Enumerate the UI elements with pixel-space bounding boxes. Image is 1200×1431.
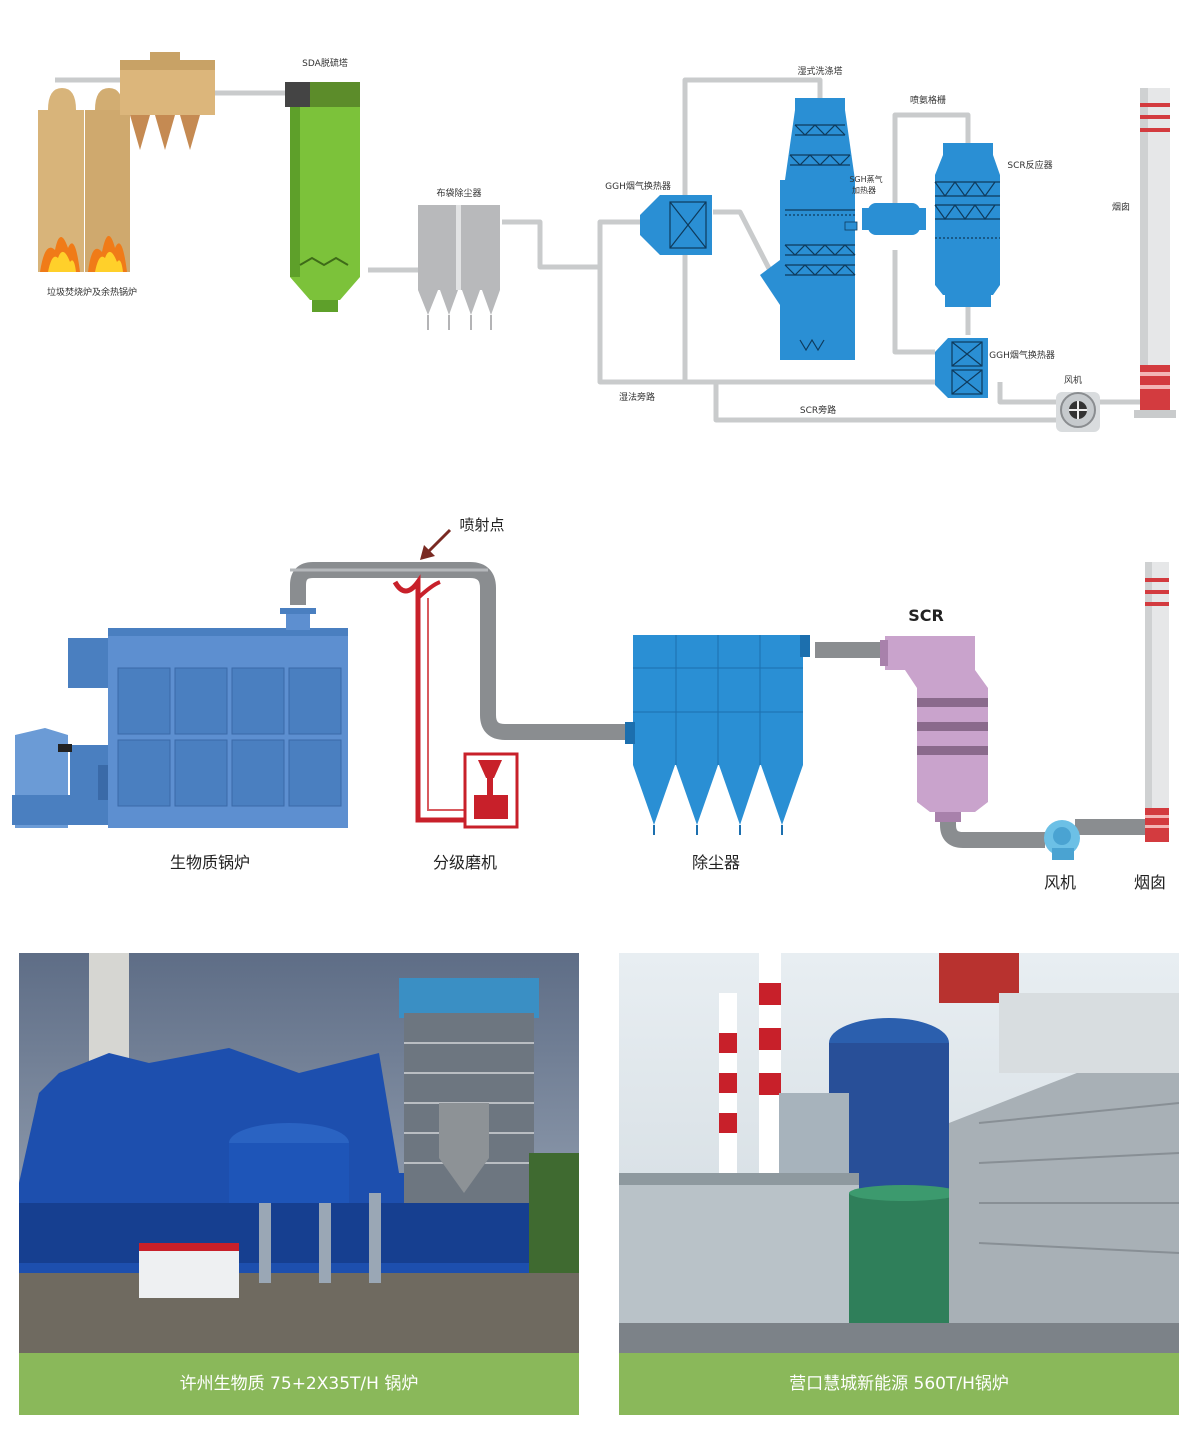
label-scr: SCR [908, 606, 944, 625]
label-baghouse: 布袋除尘器 [436, 187, 481, 199]
photo-xuzhou-plant [19, 953, 579, 1353]
baghouse-filter [418, 205, 500, 330]
induced-draft-fan-1 [1056, 392, 1100, 432]
label-dust-collector: 除尘器 [692, 853, 740, 872]
photo-caption-yingkou: 营口慧城新能源 560T/H锅炉 [619, 1353, 1179, 1415]
label-sda: SDA脱硫塔 [302, 57, 348, 69]
wet-scrubber-tower [760, 98, 858, 360]
label-chimney-1: 烟囱 [1112, 201, 1130, 213]
flue-gas-duct [290, 562, 1145, 848]
label-wet-bypass: 湿法旁路 [619, 391, 655, 403]
label-fan-2: 风机 [1044, 873, 1076, 892]
label-ggh-top: GGH烟气换热器 [605, 180, 671, 192]
dust-collector [625, 635, 810, 835]
process-diagram-biomass-boiler: 喷射点 生物质锅炉 [12, 516, 1169, 892]
injection-arrow [420, 528, 452, 560]
photo-yingkou-plant [619, 953, 1179, 1353]
classifying-mill [392, 574, 519, 829]
label-biomass-boiler: 生物质锅炉 [170, 853, 250, 872]
label-injection-point: 喷射点 [459, 516, 504, 534]
biomass-boiler [12, 608, 348, 828]
sda-desulfurization-tower [285, 82, 360, 312]
label-fan-1: 风机 [1064, 374, 1082, 386]
photo-caption-xuzhou: 许州生物质 75+2X35T/H 锅炉 [19, 1353, 579, 1415]
chimney-2 [1145, 562, 1169, 842]
induced-draft-fan-2 [1044, 820, 1080, 860]
label-sgh-line1: SGH蒸气 [849, 174, 882, 184]
photo-card-yingkou: 营口慧城新能源 560T/H锅炉 [619, 953, 1179, 1415]
fire-flames [40, 235, 127, 272]
label-ammonia-grid: 喷氨格栅 [910, 94, 946, 106]
sgh-steam-heater [862, 203, 926, 235]
label-scr-bypass: SCR旁路 [800, 404, 836, 416]
ggh-heat-exchanger-bottom [935, 338, 988, 398]
photo-card-xuzhou: 许州生物质 75+2X35T/H 锅炉 [19, 953, 579, 1415]
pipe-network-1 [55, 77, 1140, 423]
label-boiler: 垃圾焚烧炉及余热锅炉 [47, 286, 137, 298]
label-mill: 分级磨机 [433, 853, 497, 872]
scr-reactor [934, 143, 1000, 307]
ggh-heat-exchanger-top [640, 195, 712, 255]
chimney-1 [1134, 88, 1176, 418]
label-scr-reactor: SCR反应器 [1007, 159, 1052, 171]
label-sgh-line2: 加热器 [852, 185, 876, 195]
label-ggh-bottom: GGH烟气换热器 [989, 349, 1055, 361]
scr-unit [880, 636, 988, 822]
process-diagram-waste-incineration: 垃圾焚烧炉及余热锅炉 SDA脱硫塔 布袋除尘器 GGH烟气换热器 [38, 52, 1176, 432]
label-chimney-2: 烟囱 [1134, 873, 1166, 892]
waste-incinerator-boiler [38, 52, 215, 272]
label-wet-scrubber: 湿式洗涤塔 [797, 65, 842, 77]
